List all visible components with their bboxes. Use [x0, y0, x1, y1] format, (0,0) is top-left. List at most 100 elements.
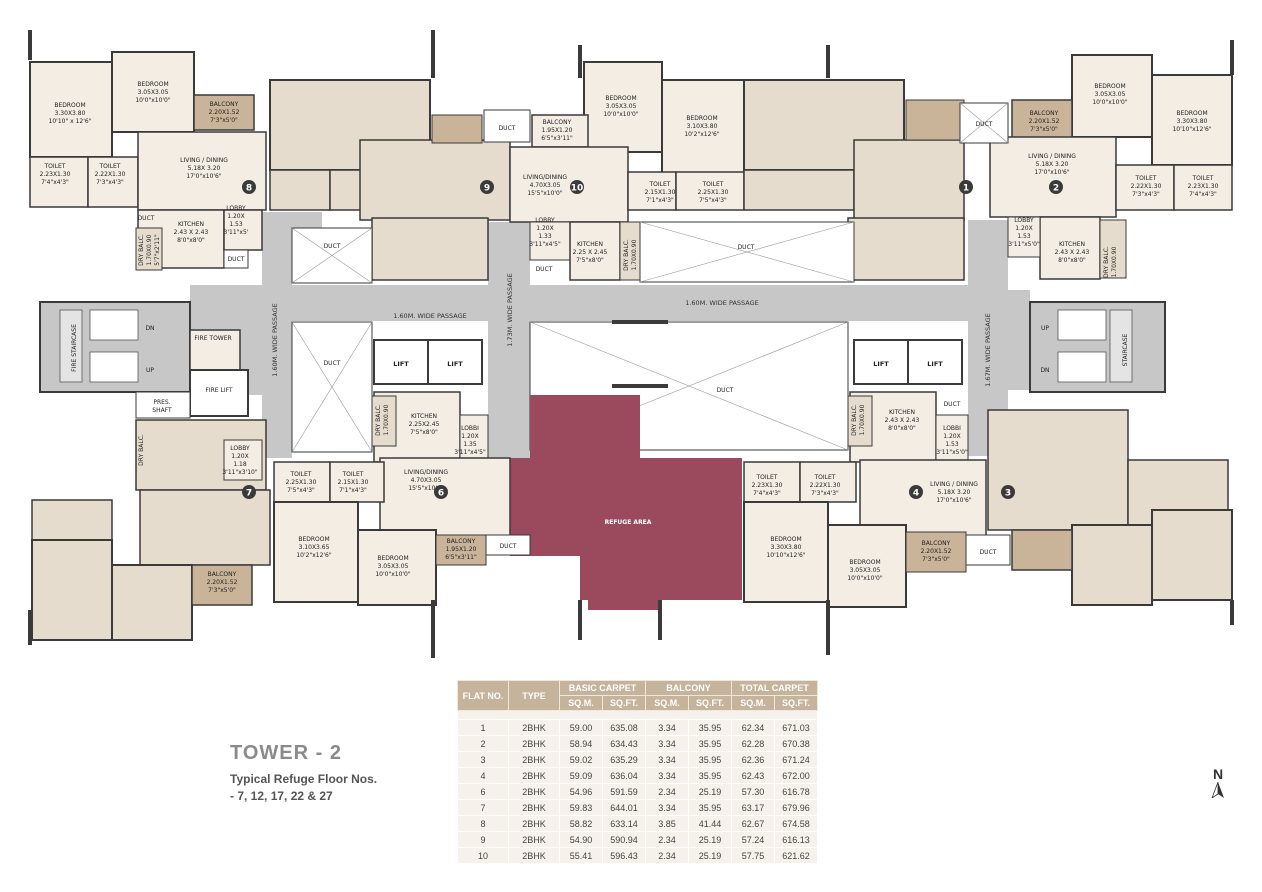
- table-cell: 2BHK: [508, 847, 560, 864]
- room-dim: 5.18X 3.20: [1036, 161, 1069, 168]
- duct-label: DUCT: [976, 121, 993, 128]
- room-dim: 5'7"x2'11": [154, 234, 161, 266]
- room-label: TOILET: [649, 181, 671, 188]
- table-cell: 4: [457, 767, 509, 784]
- room-label: BALCONY: [922, 540, 951, 547]
- room-dim: 1.33: [538, 233, 552, 240]
- room-dim: 2.43 X 2.43: [174, 229, 209, 236]
- room-dim: 17'0"x10'6": [936, 497, 972, 504]
- room-dim: 10'2"x12'6": [296, 552, 332, 559]
- room-dim: 3.05X3.05: [1095, 91, 1126, 98]
- room-dim: 1.20X: [231, 453, 248, 460]
- room-dim: 17'0"x10'6": [186, 173, 222, 180]
- room-dim: 1.20X: [536, 225, 553, 232]
- table-cell: 10: [457, 847, 509, 864]
- table-cell: 35.95: [688, 719, 732, 736]
- passage-label: 1.60M. WIDE PASSAGE: [685, 299, 759, 307]
- table-cell: 644.01: [602, 799, 646, 816]
- header-sqft: SQ.FT.: [688, 695, 732, 711]
- room-dim: 15'5"x10'0": [408, 485, 444, 492]
- room-dim: 3.05X3.05: [606, 103, 637, 110]
- header-basic-carpet: BASIC CARPET: [559, 680, 646, 696]
- duct-label: DUCT: [324, 360, 341, 367]
- flat-number: 8: [246, 184, 252, 194]
- table-cell: 672.00: [774, 767, 818, 784]
- table-cell: 1: [457, 719, 509, 736]
- room-label: BEDROOM: [377, 555, 408, 562]
- area-table: FLAT NO. TYPE BASIC CARPET BALCONY TOTAL…: [457, 680, 818, 864]
- flat-number: 2: [1053, 184, 1059, 194]
- room-label: BEDROOM: [849, 559, 880, 566]
- floor-subtitle: Typical Refuge Floor Nos.: [230, 772, 378, 786]
- room-label: BEDROOM: [770, 536, 801, 543]
- flat-8: [29, 51, 267, 271]
- table-cell: 2BHK: [508, 783, 560, 800]
- room-label: DRY BALC.: [138, 234, 145, 266]
- header-sqm: SQ.M.: [731, 695, 775, 711]
- room-dim: 1.20X: [1015, 225, 1032, 232]
- flat-6: [273, 391, 531, 606]
- table-cell: 57.30: [731, 783, 775, 800]
- room-label: TOILET: [99, 163, 121, 170]
- passage-label: 1.60M. WIDE PASSAGE: [393, 312, 467, 320]
- room-dim: 7'5"x8'0": [576, 257, 604, 264]
- room-dim: 1.70X0.90: [1111, 246, 1118, 277]
- room-dim: 10'0"x10'0": [603, 111, 639, 118]
- flat-7: [31, 419, 271, 641]
- room-label: LIVING/DINING: [523, 174, 567, 181]
- room-label: BEDROOM: [605, 95, 636, 102]
- table-cell: 35.95: [688, 767, 732, 784]
- room-dim: 4.70X3.05: [411, 477, 442, 484]
- room-dim: 5.18X 3.20: [938, 489, 971, 496]
- table-cell: 2BHK: [508, 831, 560, 848]
- north-arrow: N: [1204, 766, 1232, 802]
- room-label: BALCONY: [1030, 110, 1059, 117]
- room-dim: 2.23X1.30: [752, 482, 783, 489]
- table-cell: 2: [457, 735, 509, 752]
- flat-10: [483, 61, 745, 281]
- fire-tower-label: FIRE TOWER: [194, 335, 231, 342]
- flat-number: 6: [438, 489, 444, 499]
- table-cell: 6: [457, 783, 509, 800]
- north-label: N: [1212, 766, 1224, 782]
- table-cell: 41.44: [688, 815, 732, 832]
- flat-1: [743, 79, 965, 281]
- room-dim: 2.43 X 2.43: [1055, 249, 1090, 256]
- fire-staircase-label: FIRE STAIRCASE: [71, 324, 78, 372]
- room-label: DRY BALC.: [1103, 246, 1110, 278]
- room-label: KITCHEN: [178, 221, 204, 228]
- table-cell: 54.90: [559, 831, 603, 848]
- table-cell: 35.95: [688, 799, 732, 816]
- table-cell: 59.02: [559, 751, 603, 768]
- pres-shaft-label: SHAFT: [152, 407, 172, 414]
- room-label: BALCONY: [447, 538, 476, 545]
- flat-number: 10: [571, 184, 584, 194]
- room-dim: 2.15X1.30: [645, 189, 676, 196]
- room-dim: 1.53: [229, 221, 243, 228]
- pres-shaft-label: PRES.: [153, 399, 170, 406]
- room-dim: 3.10X3.80: [687, 123, 718, 130]
- duct-label: DUCT: [324, 243, 341, 250]
- table-cell: 62.28: [731, 735, 775, 752]
- staircase-label: STAIRCASE: [1122, 333, 1129, 366]
- table-cell: 59.09: [559, 767, 603, 784]
- room-dim: 2.20X1.52: [1029, 118, 1060, 125]
- lift-label: LIFT: [447, 360, 463, 368]
- room-label: LOBBY: [230, 445, 250, 452]
- header-type: TYPE: [508, 680, 560, 711]
- lift-label: LIFT: [927, 360, 943, 368]
- room-label: TOILET: [1192, 175, 1214, 182]
- room-label: TOILET: [1135, 175, 1157, 182]
- room-dim: 7'5"x4'3": [699, 197, 727, 204]
- room-dim: 2.20X1.52: [207, 579, 238, 586]
- floor-plan: 1.60M. WIDE PASSAGE 1.60M. WIDE PASSAGE …: [28, 30, 1234, 658]
- room-dim: 7'3"x5'0": [210, 117, 238, 124]
- room-dim: 3'11"x4'5": [454, 449, 486, 456]
- table-cell: 616.78: [774, 783, 818, 800]
- room-dim: 2.25X2.45: [409, 421, 440, 428]
- room-dim: 7'3"x4'3": [1132, 191, 1160, 198]
- room-label: KITCHEN: [577, 241, 603, 248]
- flat-number: 4: [913, 489, 919, 499]
